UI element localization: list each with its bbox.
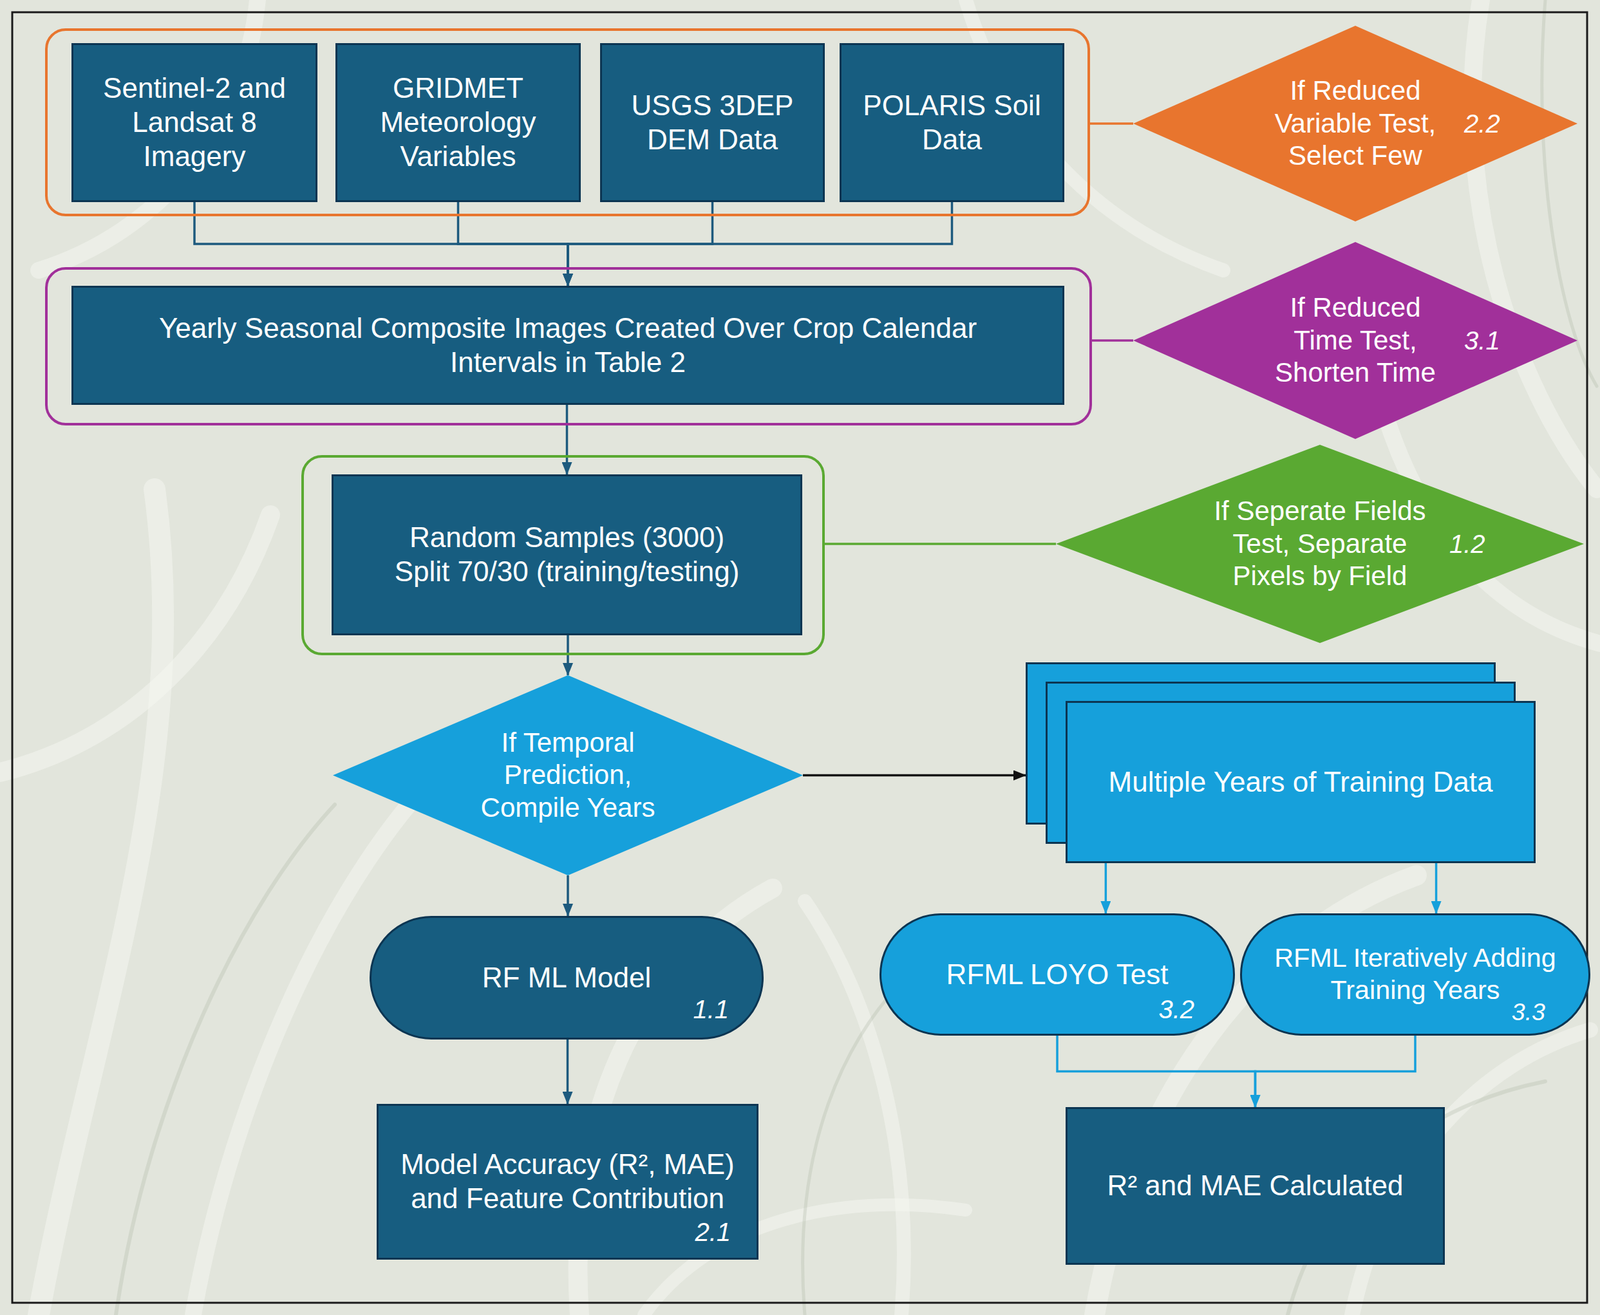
text-holder: If Temporal Prediction, Compile Years xyxy=(464,675,671,876)
model-pill: RF ML Model 1.1 xyxy=(369,916,764,1040)
grass-stem xyxy=(1542,0,1597,387)
grass-stem xyxy=(115,804,335,1315)
model-pill: RFML Iteratively Adding Training Years3.… xyxy=(1240,913,1591,1036)
outer-frame xyxy=(12,12,1588,1304)
model-pill: RFML LOYO Test3.2 xyxy=(879,913,1235,1036)
text-holder: Multiple Years of Training Data xyxy=(1065,701,1536,864)
stack-layer xyxy=(1066,702,1535,863)
grass-leaf xyxy=(1472,0,1597,490)
box-label: Multiple Years of Training Data xyxy=(1108,765,1494,800)
process-box: Sentinel-2 and Landsat 8 Imagery xyxy=(71,43,318,203)
box-label: If Seperate Fields Test, Separate Pixels… xyxy=(1209,495,1431,593)
connector-line xyxy=(1091,339,1134,342)
box-label: GRIDMET Meteorology Variables xyxy=(348,71,568,174)
callout-number: 3.1 xyxy=(1464,326,1501,355)
text-holder: Random Samples (3000) Split 70/30 (train… xyxy=(333,476,801,634)
grass-stems xyxy=(115,0,1597,1315)
box-label: R² and MAE Calculated xyxy=(1107,1169,1404,1204)
text-holder: If Reduced Time Test, Shorten Time xyxy=(1257,242,1454,440)
process-box: Yearly Seasonal Composite Images Created… xyxy=(71,285,1065,405)
grass-leaf xyxy=(38,489,163,1315)
connector-arrow xyxy=(1057,1035,1256,1108)
process-box: USGS 3DEP DEM Data xyxy=(600,43,825,203)
connector-arrow xyxy=(565,404,569,475)
process-box: Random Samples (3000) Split 70/30 (train… xyxy=(331,474,803,636)
text-holder: If Seperate Fields Test, Separate Pixels… xyxy=(1209,444,1431,644)
decision-diamond: If Seperate Fields Test, Separate Pixels… xyxy=(1055,444,1584,644)
text-holder: R² and MAE Calculated xyxy=(1067,1109,1443,1264)
stack-outline xyxy=(1025,662,1536,864)
connector-arrow xyxy=(802,774,1026,778)
group-frame: Random Samples (3000) Split 70/30 (train… xyxy=(301,455,825,656)
diamond-shape xyxy=(1055,444,1584,644)
stacked-data-box: Multiple Years of Training Data xyxy=(1025,662,1536,864)
text-holder: If Reduced Variable Test, Select Few xyxy=(1257,25,1454,222)
box-label: Yearly Seasonal Composite Images Created… xyxy=(133,311,1003,380)
text-holder: GRIDMET Meteorology Variables xyxy=(337,45,579,201)
box-label: If Reduced Variable Test, Select Few xyxy=(1257,74,1454,172)
box-label: RFML Iteratively Adding Training Years xyxy=(1273,942,1557,1007)
diamond-shape xyxy=(1133,25,1578,222)
connector-line xyxy=(824,542,1056,546)
text-holder: Sentinel-2 and Landsat 8 Imagery xyxy=(73,45,316,201)
process-box: POLARIS Soil Data xyxy=(839,43,1065,203)
connector-line xyxy=(1090,122,1134,125)
number-holder: 2.1 xyxy=(694,1218,731,1247)
diamond-shape xyxy=(332,675,803,876)
group-frame: Yearly Seasonal Composite Images Created… xyxy=(45,267,1092,426)
box-label: RF ML Model xyxy=(482,961,651,996)
callout-number: 1.1 xyxy=(692,995,729,1024)
number-holder: 2.2 xyxy=(1464,25,1501,222)
process-box: Model Accuracy (R², MAE) and Feature Con… xyxy=(376,1104,759,1261)
text-holder: Yearly Seasonal Composite Images Created… xyxy=(73,287,1063,404)
box-label: POLARIS Soil Data xyxy=(852,88,1053,158)
callout-number: 2.2 xyxy=(1464,109,1501,138)
text-holder: USGS 3DEP DEM Data xyxy=(602,45,823,201)
number-holder: 1.1 xyxy=(692,995,729,1024)
callout-number: 3.3 xyxy=(1511,999,1546,1026)
process-box: R² and MAE Calculated xyxy=(1065,1107,1445,1266)
process-box: GRIDMET Meteorology Variables xyxy=(335,43,581,203)
number-holder: 3.1 xyxy=(1464,242,1501,440)
number-holder: 1.2 xyxy=(1449,444,1486,644)
box-label: If Reduced Time Test, Shorten Time xyxy=(1257,291,1454,389)
connector-arrow xyxy=(566,1039,570,1105)
group-frame: Sentinel-2 and Landsat 8 Imagery GRIDMET … xyxy=(45,28,1091,217)
text-holder: POLARIS Soil Data xyxy=(841,45,1063,201)
box-label: If Temporal Prediction, Compile Years xyxy=(464,726,671,825)
connector-arrow xyxy=(1435,863,1438,914)
box-label: Model Accuracy (R², MAE) and Feature Con… xyxy=(395,1148,740,1217)
decision-diamond: If Temporal Prediction, Compile Years xyxy=(332,675,803,876)
decision-diamond: If Reduced Variable Test, Select Few 2.2 xyxy=(1133,25,1578,222)
grass-leaf xyxy=(0,515,271,773)
connector-arrow xyxy=(566,875,570,917)
connector-arrow xyxy=(1104,863,1108,914)
callout-number: 3.2 xyxy=(1158,995,1195,1024)
box-label: Sentinel-2 and Landsat 8 Imagery xyxy=(84,71,304,174)
diamond-shape xyxy=(1133,242,1578,440)
connector-arrow xyxy=(566,635,570,676)
number-holder: 3.2 xyxy=(1158,995,1195,1024)
callout-number: 1.2 xyxy=(1449,529,1486,559)
connector-arrow xyxy=(1255,1035,1416,1108)
box-label: Random Samples (3000) Split 70/30 (train… xyxy=(386,520,748,590)
callout-number: 2.1 xyxy=(694,1218,731,1247)
decision-diamond: If Reduced Time Test, Shorten Time 3.1 xyxy=(1133,242,1578,440)
box-label: RFML LOYO Test xyxy=(946,958,1169,993)
box-label: USGS 3DEP DEM Data xyxy=(612,88,813,158)
number-holder: 3.3 xyxy=(1511,999,1546,1026)
